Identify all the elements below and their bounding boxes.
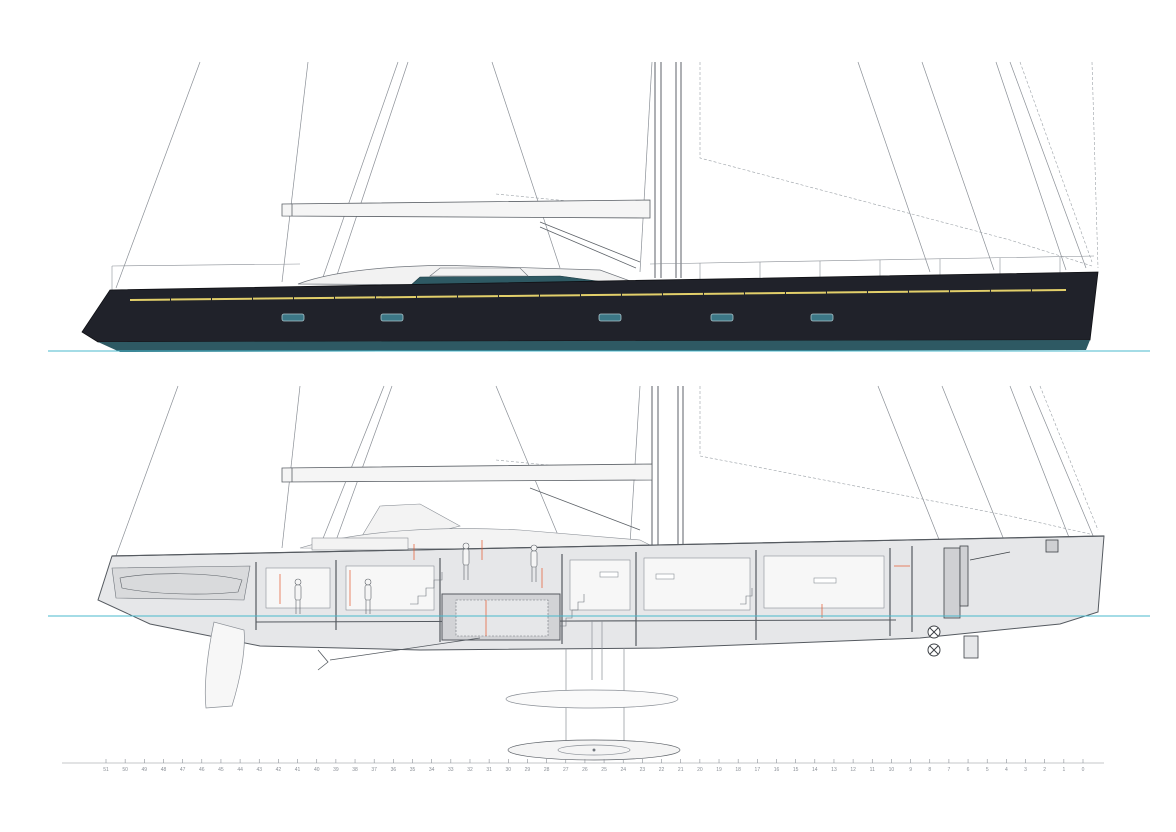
scale-tick-label: 38 — [352, 767, 358, 773]
scale-tick-label: 42 — [276, 767, 282, 773]
lower-sail-outlines — [495, 385, 1099, 535]
scale-tick-label: 16 — [774, 767, 780, 773]
scale-tick-label: 6 — [967, 767, 970, 773]
scale-tick-label: 48 — [161, 767, 167, 773]
scale-tick-label: 30 — [506, 767, 512, 773]
lower-cabin-windows — [265, 555, 885, 611]
scale-tick-label: 37 — [371, 767, 377, 773]
scale-tick-label: 15 — [793, 767, 799, 773]
lower-mast — [651, 386, 684, 546]
person-figure — [462, 542, 470, 580]
lower-forward-machinery — [943, 539, 1059, 659]
lower-propeller-shaft — [317, 637, 481, 671]
person-figure — [364, 578, 372, 614]
lower-bow-thruster — [927, 625, 941, 657]
lower-deckhouse — [299, 503, 661, 551]
interior-profile-view — [48, 385, 1150, 761]
portlight — [810, 313, 834, 322]
scale-tick-label: 40 — [314, 767, 320, 773]
scale-tick-label: 46 — [199, 767, 205, 773]
person-figure — [294, 578, 302, 614]
scale-tick-label: 14 — [812, 767, 818, 773]
keel-bulb-plan — [505, 689, 679, 709]
scale-tick-label: 34 — [429, 767, 435, 773]
scale-tick-label: 20 — [697, 767, 703, 773]
scale-tick-label: 39 — [333, 767, 339, 773]
scale-tick-label: 28 — [544, 767, 550, 773]
scale-tick-label: 25 — [601, 767, 607, 773]
scale-tick-label: 33 — [448, 767, 454, 773]
sail-plan-view — [48, 61, 1150, 352]
scale-tick-label: 51 — [103, 767, 109, 773]
lower-rudder — [204, 621, 245, 709]
upper-guardrails — [111, 255, 1095, 290]
lower-rig-lines — [115, 385, 1095, 557]
scale-tick-label: 36 — [391, 767, 397, 773]
upper-mast — [654, 62, 682, 278]
scale-tick-label: 19 — [716, 767, 722, 773]
scale-tick-label: 12 — [850, 767, 856, 773]
scale-tick-label: 13 — [831, 767, 837, 773]
scale-tick-label: 18 — [735, 767, 741, 773]
lower-human-figures — [294, 542, 538, 614]
scale-tick-label: 17 — [755, 767, 761, 773]
upper-rig-lines — [115, 61, 1087, 289]
scale-tick-label: 3 — [1024, 767, 1027, 773]
person-figure — [530, 544, 538, 582]
scale-tick-label: 22 — [659, 767, 665, 773]
portlight — [710, 313, 734, 322]
scale-tick-label: 47 — [180, 767, 186, 773]
scale-tick-label: 29 — [525, 767, 531, 773]
scale-tick-label: 43 — [256, 767, 262, 773]
lower-main-boom — [281, 463, 653, 531]
lower-engine-room — [441, 593, 561, 641]
scale-tick-label: 31 — [486, 767, 492, 773]
scale-tick-label: 0 — [1082, 767, 1085, 773]
upper-hull — [81, 271, 1099, 352]
scale-tick-label: 21 — [678, 767, 684, 773]
lower-dimension-marks — [279, 540, 910, 636]
scale-tick-label: 8 — [928, 767, 931, 773]
scale-tick-label: 23 — [640, 767, 646, 773]
scale-tick-label: 32 — [467, 767, 473, 773]
portlight — [281, 313, 305, 322]
scale-tick-label: 2 — [1043, 767, 1046, 773]
scale-tick-label: 1 — [1062, 767, 1065, 773]
scale-tick-label: 27 — [563, 767, 569, 773]
scale-tick-label: 5 — [986, 767, 989, 773]
lower-companionway-stairs — [410, 572, 753, 627]
scale-tick-label: 10 — [889, 767, 895, 773]
scale-tick-label: 11 — [870, 767, 875, 773]
lower-keel — [505, 620, 681, 761]
upper-sail-outlines — [495, 61, 1099, 269]
cove-stripe — [129, 289, 1067, 301]
scale-tick-label: 35 — [410, 767, 416, 773]
scale-tick-label: 50 — [122, 767, 128, 773]
lower-bulkheads — [255, 546, 913, 646]
scale-tick-label: 44 — [237, 767, 243, 773]
scale-tick-label: 24 — [620, 767, 626, 773]
scale-tick-label: 26 — [582, 767, 588, 773]
upper-main-boom — [281, 199, 651, 269]
scale-tick-label: 4 — [1005, 767, 1008, 773]
portlight — [380, 313, 404, 322]
portlight — [598, 313, 622, 322]
scale-tick-label: 9 — [909, 767, 912, 773]
scale-tick-label: 7 — [948, 767, 951, 773]
scale-tick-label: 49 — [142, 767, 148, 773]
scale-tick-label: 41 — [295, 767, 301, 773]
scale-tick-label: 45 — [218, 767, 224, 773]
